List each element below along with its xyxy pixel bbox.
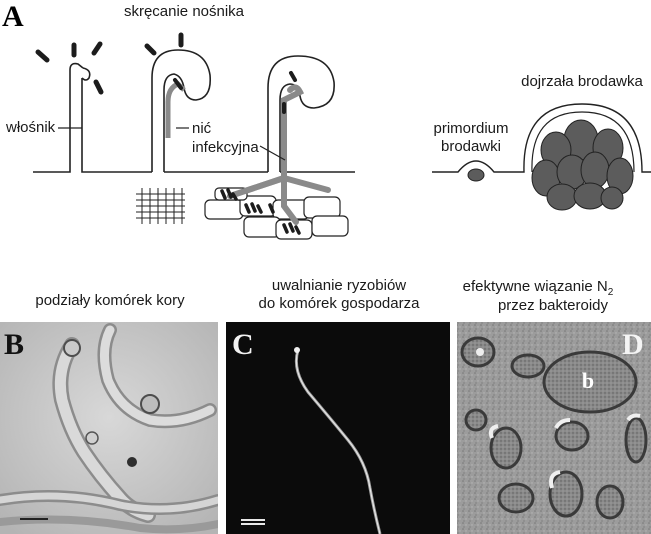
primordium-cells: [467, 168, 485, 182]
cortex-cell: [243, 216, 281, 238]
bacterium: [173, 78, 183, 90]
primordium-bump: [432, 160, 519, 173]
bacterium: [282, 223, 289, 234]
caption-d-main: efektywne wiązanie N: [463, 278, 608, 295]
released-rhizobia: [220, 188, 301, 235]
root-hair-2-outline: [151, 49, 212, 172]
bacterium: [256, 204, 263, 214]
bacterium: [220, 189, 227, 200]
dividing-cells-grid: [136, 188, 185, 224]
root-hair-1-left-wall: [33, 62, 84, 173]
infection-thread-label-1: nić: [192, 120, 212, 137]
root-hair-3-outline: [267, 55, 335, 172]
bacteroid-large: [542, 350, 638, 414]
panel-d-micrograph: b D: [457, 322, 651, 534]
primordium: primordium brodawki: [432, 120, 519, 182]
cortex-cells: [204, 187, 349, 240]
bacterium: [250, 202, 257, 213]
infection-thread-leader-2: [259, 145, 286, 161]
caption-d-line1: efektywne wiązanie N2: [463, 278, 614, 298]
bacterium: [91, 41, 103, 56]
bacterium: [294, 225, 301, 235]
panel-a-letter: A: [2, 0, 24, 33]
primordium-label-1: primordium: [433, 120, 508, 137]
bacterium: [289, 71, 297, 82]
infection-thread-early: [165, 81, 186, 138]
infection-thread-trunk: [281, 84, 305, 181]
panel-b-letter: B: [4, 328, 24, 361]
caption-c-line2: do komórek gospodarza: [259, 295, 421, 312]
cortex-cell: [303, 196, 341, 219]
bacterium: [231, 192, 238, 201]
panel-a: A skręcanie nośnika: [2, 0, 651, 240]
captions: podziały komórek kory uwalnianie ryzobió…: [35, 277, 613, 314]
root-hair-1-right-wall: [81, 78, 152, 173]
bacterium: [93, 79, 104, 95]
root-hair-1-tip-curl: [81, 67, 91, 81]
panel-d-letter: D: [622, 328, 644, 361]
root-hair-label: włośnik: [5, 119, 56, 136]
panel-b-micrograph: B: [0, 322, 218, 534]
peribacteroid-halos: [476, 348, 641, 489]
panel-c-letter: C: [232, 328, 254, 361]
bacteroid-cells: [531, 119, 634, 211]
mature-nodule: dojrzała brodawka: [519, 73, 651, 211]
cortex-cell: [204, 199, 244, 220]
bacterium: [244, 203, 251, 214]
bacterium: [288, 222, 295, 233]
panel-c-micrograph: C: [226, 322, 450, 534]
caption-b: podziały komórek kory: [35, 292, 185, 309]
mature-nodule-label: dojrzała brodawka: [521, 73, 643, 90]
bacteroids-em: [460, 336, 648, 520]
bacterium: [35, 49, 50, 63]
caption-c-line1: uwalnianie ryzobiów: [272, 277, 406, 294]
bacterium: [144, 43, 157, 56]
bacterium: [226, 188, 233, 199]
root-hair-structures: [0, 323, 218, 534]
cortex-cell: [311, 215, 349, 237]
bacteroid-label: b: [582, 368, 594, 393]
nodule-outer-wall: [519, 103, 651, 173]
thread-bacteria: [282, 71, 297, 114]
infection-thread-over-cells: [227, 175, 299, 225]
primordium-label-2: brodawki: [441, 138, 501, 155]
root-epidermis: [33, 49, 355, 173]
infection-thread-label-2: infekcyjna: [192, 139, 259, 156]
root-hair-curling-label: skręcanie nośnika: [124, 3, 245, 20]
bacterium: [268, 203, 275, 214]
nodule-inner-wall: [531, 111, 635, 173]
caption-d-subscript: 2: [608, 287, 614, 298]
infection-thread-branch: [281, 175, 331, 193]
caption-d-line2: przez bakteroidy: [498, 297, 609, 314]
rhizobia-cluster-1: [35, 32, 184, 95]
